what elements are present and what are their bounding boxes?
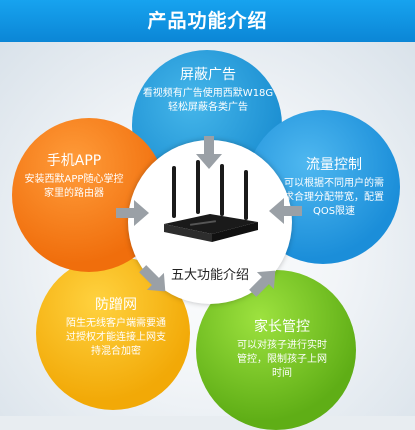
router-icon <box>164 160 258 242</box>
arrow-down-icon <box>196 136 222 169</box>
arrow-left-icon <box>269 198 302 224</box>
ad-block-title: 屏蔽广告 <box>180 67 236 83</box>
ad-block-desc: 看视频有广告使用西默W18G轻松屏蔽各类广告 <box>142 88 274 113</box>
arrow-up-right-icon <box>139 265 166 292</box>
center-label: 五大功能介绍 <box>170 268 249 283</box>
parental-title: 家长管控 <box>254 319 310 335</box>
traffic-title: 流量控制 <box>306 157 362 173</box>
app-desc: 安装西默APP随心掌控家里的路由器 <box>24 174 124 199</box>
page-title: 产品功能介绍 <box>147 10 268 32</box>
anti-leech-desc: 陌生无线客户端需要通过授权才能连接上网支持混合加密 <box>66 318 166 357</box>
traffic-desc: 可以根据不同用户的需求合理分配带宽，配置QOS限速 <box>284 178 384 217</box>
anti-leech-title: 防蹭网 <box>95 297 137 313</box>
parental-desc: 可以对孩子进行实时管控，限制孩子上网时间 <box>237 340 327 379</box>
arrow-up-left-icon <box>249 270 276 297</box>
arrow-right-icon <box>116 200 149 226</box>
app-title: 手机APP <box>46 153 102 169</box>
header-bar <box>0 0 415 42</box>
